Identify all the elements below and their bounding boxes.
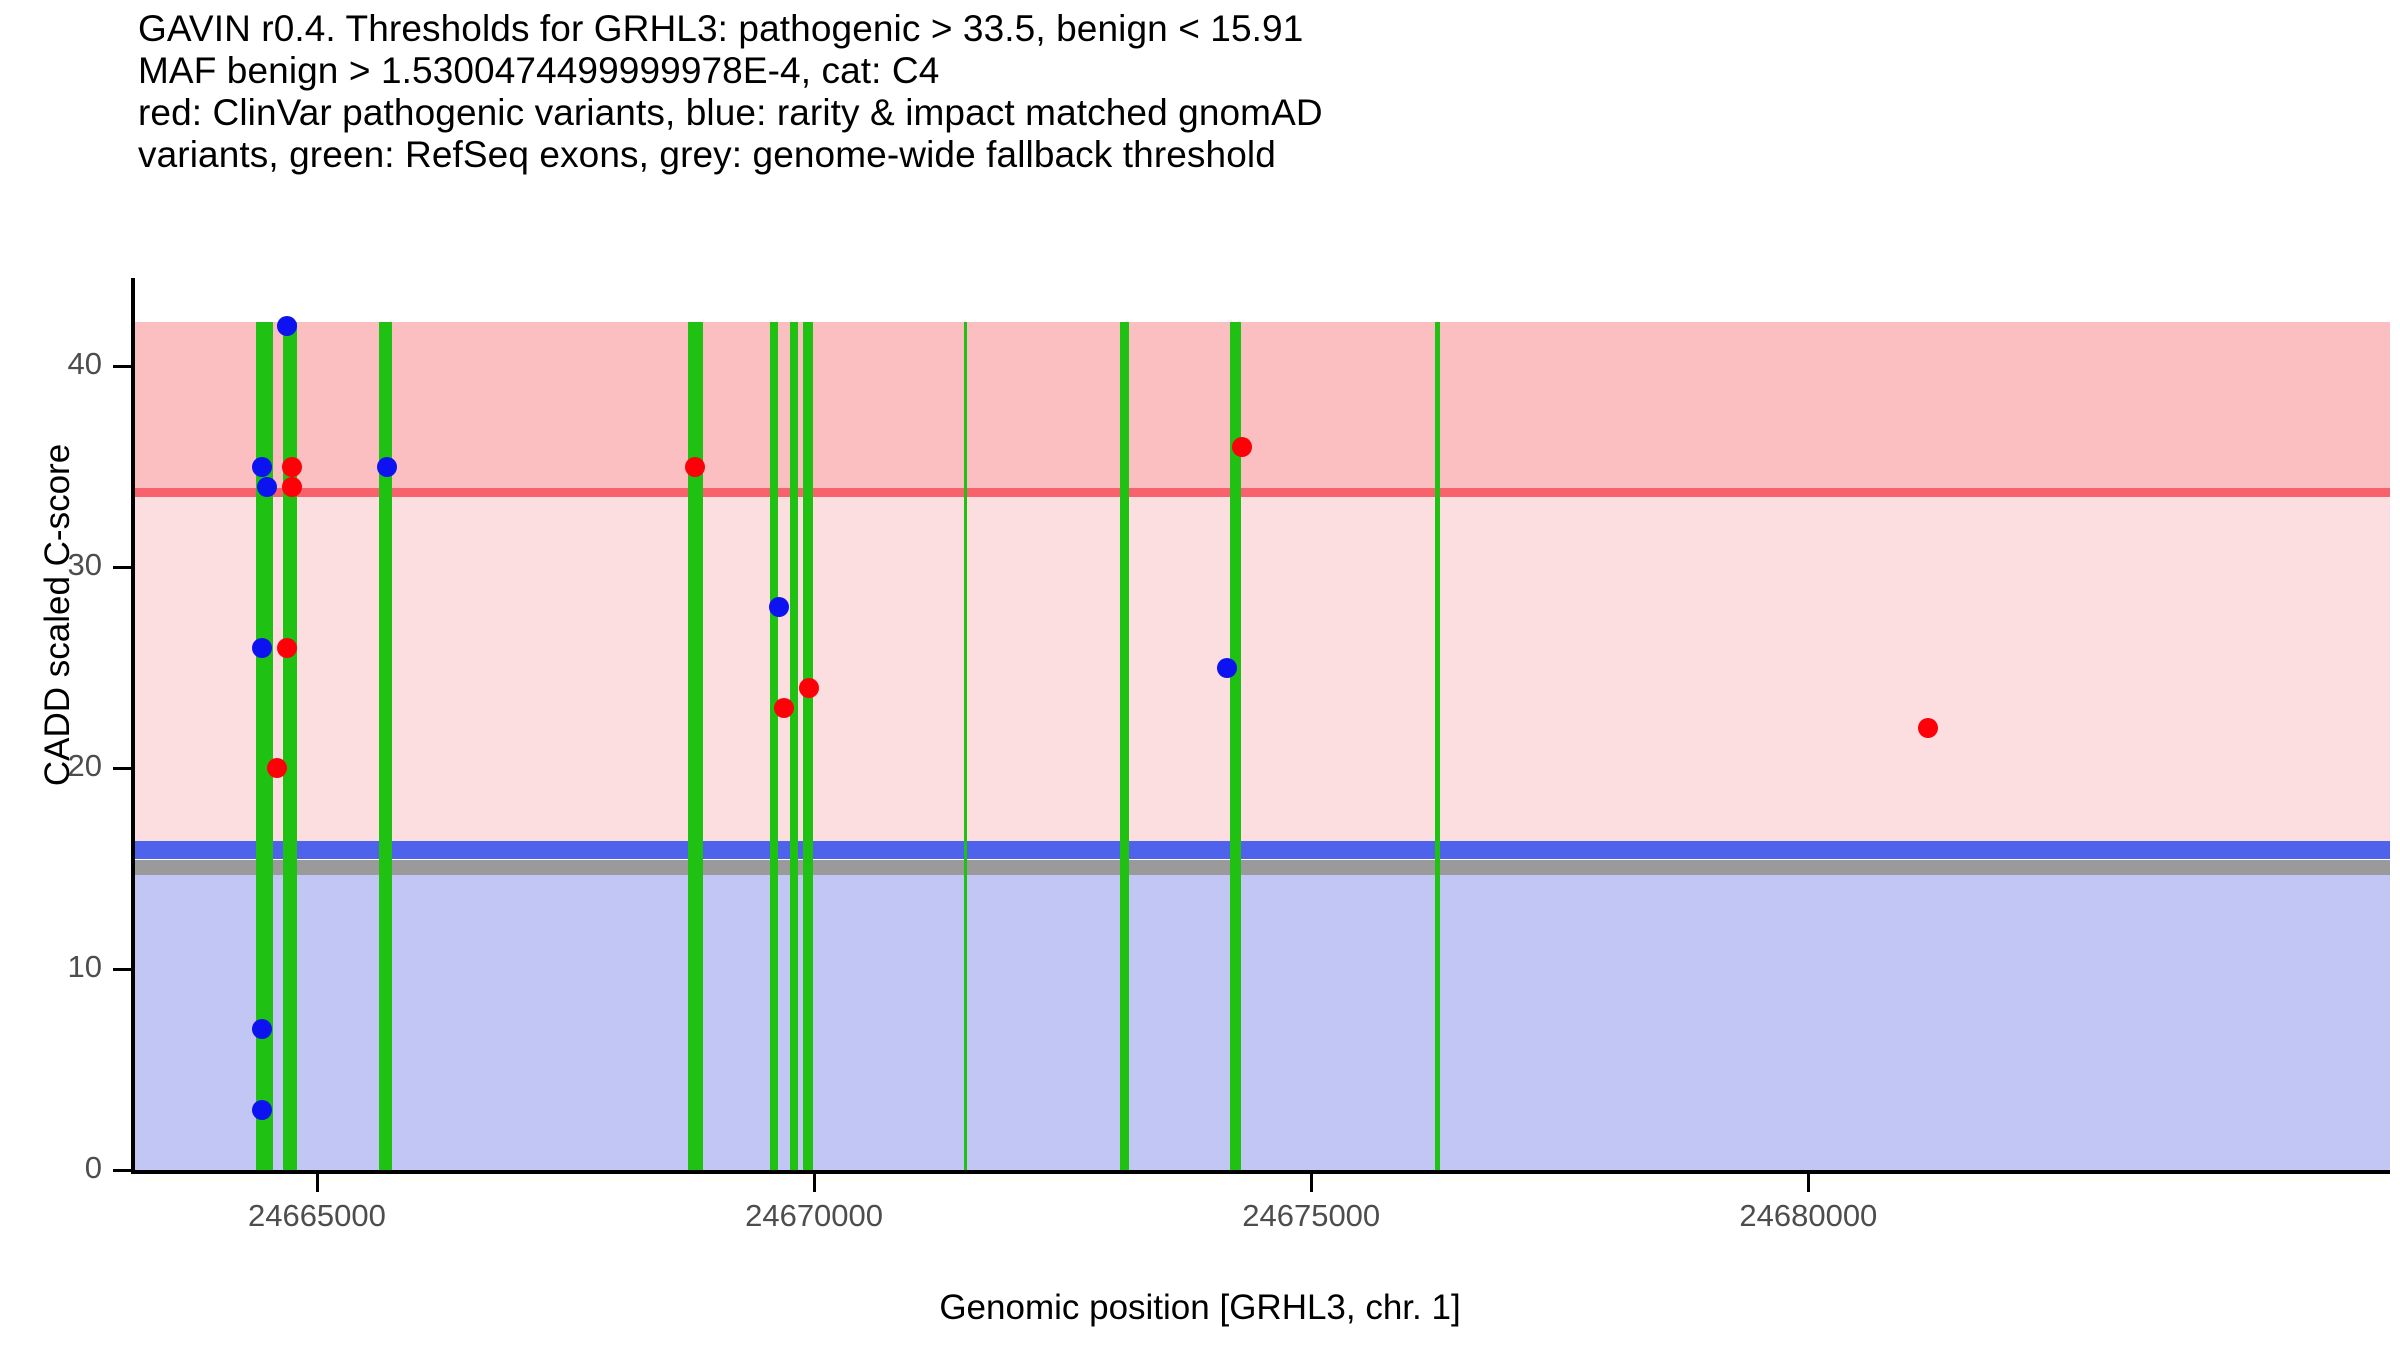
gnomad-matched-point xyxy=(252,1019,273,1040)
gnomad-matched-point xyxy=(252,637,273,658)
refseq-exon xyxy=(1435,322,1441,1170)
refseq-exon xyxy=(964,322,968,1170)
clinvar-pathogenic-point xyxy=(774,697,795,718)
clinvar-pathogenic-point xyxy=(684,456,705,477)
y-tick-label: 0 xyxy=(84,1150,102,1185)
refseq-exon xyxy=(770,322,779,1170)
x-tick xyxy=(1310,1174,1314,1192)
gnomad-matched-point xyxy=(376,456,397,477)
x-axis-line xyxy=(131,1170,2390,1174)
refseq-exon xyxy=(687,322,703,1170)
clinvar-pathogenic-point xyxy=(277,637,298,658)
y-tick xyxy=(113,365,131,369)
y-tick-label: 30 xyxy=(67,547,102,583)
plot-panel xyxy=(133,280,2390,1170)
title-line-4: variants, green: RefSeq exons, grey: gen… xyxy=(138,134,1276,175)
refseq-exon xyxy=(1229,322,1241,1170)
title-line-3: red: ClinVar pathogenic variants, blue: … xyxy=(138,92,1323,133)
clinvar-pathogenic-point xyxy=(1917,718,1938,738)
x-tick xyxy=(315,1174,319,1192)
gnomad-matched-point xyxy=(252,456,273,477)
band-pathogenic-region xyxy=(133,322,2390,497)
x-tick-label: 24665000 xyxy=(247,1198,386,1233)
refseq-exon xyxy=(1120,322,1130,1170)
chart-title-block: GAVIN r0.4. Thresholds for GRHL3: pathog… xyxy=(138,8,2338,176)
y-axis-title: CADD scaled C-score xyxy=(38,443,77,787)
refseq-exon xyxy=(283,322,298,1170)
y-axis-line xyxy=(131,278,135,1172)
refseq-exon xyxy=(256,322,274,1170)
gnomad-matched-point xyxy=(257,476,278,497)
clinvar-pathogenic-point xyxy=(282,456,303,477)
title-line-2: MAF benign > 1.5300474499999978E-4, cat:… xyxy=(138,50,940,91)
y-tick-label: 40 xyxy=(67,346,102,382)
gnomad-matched-point xyxy=(1216,657,1237,678)
x-tick-label: 24675000 xyxy=(1242,1198,1381,1233)
gnomad-matched-point xyxy=(252,1099,273,1120)
x-tick xyxy=(1807,1174,1811,1192)
clinvar-pathogenic-point xyxy=(267,758,288,779)
clinvar-pathogenic-point xyxy=(799,677,820,698)
band-benign-threshold-line xyxy=(133,841,2390,860)
y-tick xyxy=(113,566,131,570)
y-tick xyxy=(113,968,131,972)
x-axis-title: Genomic position [GRHL3, chr. 1] xyxy=(939,1288,1461,1327)
clinvar-pathogenic-point xyxy=(1231,436,1252,457)
x-tick-label: 24680000 xyxy=(1739,1198,1878,1233)
y-tick-label: 10 xyxy=(67,949,102,985)
y-tick xyxy=(113,1169,131,1172)
refseq-exon xyxy=(378,322,393,1170)
refseq-exon xyxy=(803,322,814,1170)
gnomad-matched-point xyxy=(277,316,298,337)
gnomad-matched-point xyxy=(769,597,790,618)
clinvar-pathogenic-point xyxy=(282,476,303,497)
y-tick-label: 20 xyxy=(67,748,102,784)
refseq-exon xyxy=(790,322,799,1170)
x-tick xyxy=(813,1174,817,1192)
y-tick xyxy=(113,767,131,771)
title-line-1: GAVIN r0.4. Thresholds for GRHL3: pathog… xyxy=(138,8,1304,49)
x-tick-label: 24670000 xyxy=(745,1198,884,1233)
band-intermediate-region xyxy=(133,496,2390,843)
band-benign-region xyxy=(133,874,2390,1170)
